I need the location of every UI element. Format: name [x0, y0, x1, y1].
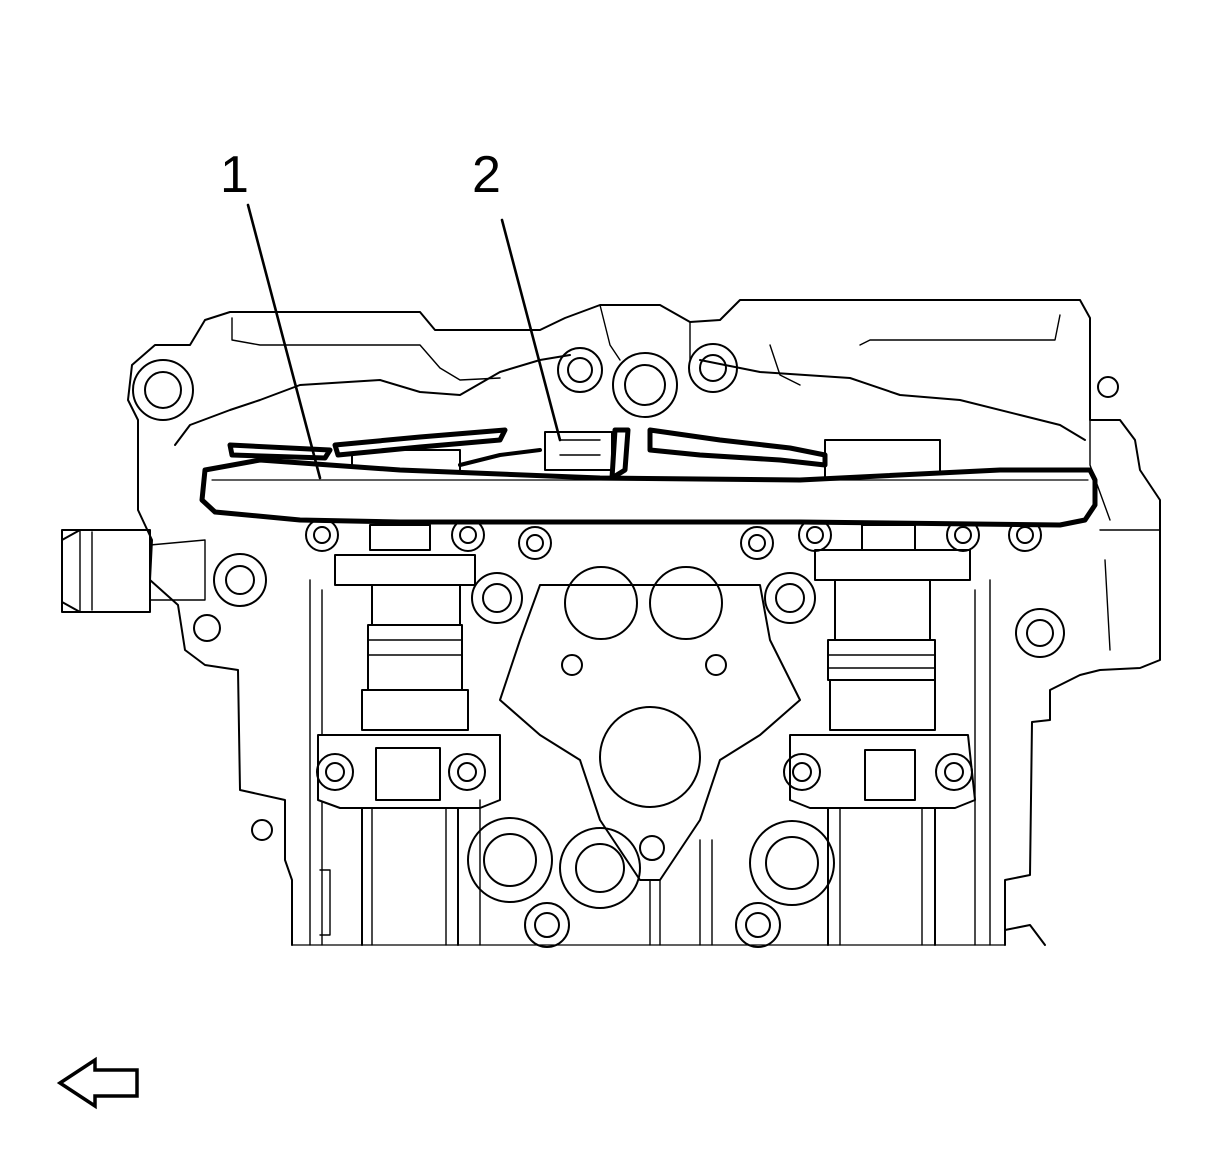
cylinder-head-outline	[61, 299, 1161, 946]
callout-1: 1	[220, 146, 322, 480]
cam-cover-seal-gasket	[199, 427, 1098, 528]
camshaft-left	[316, 554, 501, 946]
front-cover-plate	[471, 566, 816, 881]
cover-bolts	[305, 518, 1042, 560]
camshaft-right	[783, 549, 976, 946]
leader-line-1	[246, 203, 322, 480]
callout-2: 2	[472, 146, 562, 442]
callout-label-1: 1	[220, 146, 249, 204]
callout-label-2: 2	[472, 146, 501, 204]
lower-casting-detail	[291, 799, 1006, 948]
leader-line-2	[500, 218, 562, 442]
arrow-left-icon	[56, 1056, 139, 1110]
